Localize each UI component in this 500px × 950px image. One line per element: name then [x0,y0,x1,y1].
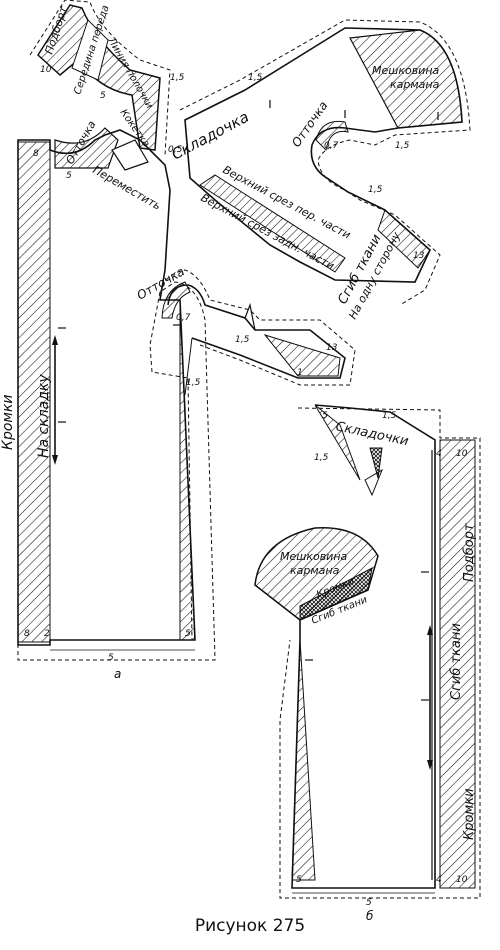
middle-num-13: 13 [326,343,338,353]
panel-a-label: а [114,667,121,681]
facing-num-15: 1,5 [170,73,185,83]
upper-num-13: 13 [413,251,425,261]
middle-wedge [263,334,341,377]
upper-num-15b: 1,5 [395,141,410,151]
upper-back-label: Верхний срез задн. части [199,191,337,273]
back-edges-bottom: Кромки [462,788,477,840]
bodice-allowance [17,140,216,661]
back-num-bottom: 5 [366,898,372,908]
back-num-10b: 10 [456,875,468,885]
back-num-5: 5 [322,411,328,421]
center-front-strip [71,19,109,81]
middle-num-07: 0,7 [176,313,191,323]
bodice-selvedge-label: Кромки [0,394,16,450]
upper-piece: Складочка Мешковина кармана Отточка Верх… [168,19,471,321]
back-facing-strip [439,439,476,889]
panel-b-label: б [366,909,374,923]
selvedge-strip [17,141,51,643]
bodice-num-bottom: 5 [108,653,114,663]
upper-num-05: 0,5 [168,145,183,155]
upper-pleat-label: Складочка [168,108,251,164]
panel-b: Складочки Мешковина кармана Кромки Сгиб … [254,404,481,923]
bodice-piece: Кромки На складку 8 8 2 5 5 [0,129,216,663]
bodice-num-top: 8 [33,149,39,159]
back-allowance [279,407,481,899]
back-pocket-bag-1: Мешковина [280,550,348,563]
bodice-fold-label: На складку [36,374,52,458]
upper-pocket-bag-2: кармана [390,78,440,91]
side-wedge [179,299,196,641]
upper-dart [315,120,349,152]
middle-allowance [159,269,356,386]
back-pocket-bag-2: кармана [290,564,340,577]
upper-num-15c: 1,5 [368,185,383,195]
middle-num-15: 1,5 [235,335,250,345]
back-num-15a: 1,5 [382,411,397,421]
back-num-10: 10 [456,449,468,459]
middle-num-1: 1 [297,368,303,378]
upper-right-wedge [377,209,431,269]
back-top-wedge [314,404,361,481]
yoke-num-5: 5 [66,171,72,181]
yoke-outline [54,127,119,169]
upper-allowance [179,19,471,306]
middle-num-15b: 1,5 [186,378,201,388]
pocket-bag-top [349,29,463,129]
figure-caption: Рисунок 275 [194,916,306,936]
bodice-num-br: 5 [185,629,191,639]
facing-num-10: 10 [40,65,52,75]
back-outline [291,404,436,889]
upper-pocket-bag-1: Мешковина [372,64,440,77]
back-num-4: 4 [436,449,442,459]
back-grain-right: Сгиб ткани [449,623,464,700]
back-facing-label: Подборт [462,523,477,582]
bodice-num-bl: 8 [24,629,30,639]
facing-num-5: 5 [100,91,106,101]
upper-stripe [199,174,346,273]
panel-a: Кромки На складку 8 8 2 5 5 Подборт Сере… [0,0,471,681]
upper-num-07: 0,7 [324,141,339,151]
bodice-num-bl2: 2 [44,629,50,639]
pleat-mark [369,447,383,479]
move-label: Переместить [91,163,164,212]
back-left-wedge [291,639,316,881]
middle-piece: Отточка 0,7 1,5 1,5 13 1 [135,264,356,396]
upper-num-15a: 1,5 [248,73,263,83]
back-num-15b: 1,5 [314,453,329,463]
back-num-5b: 5 [296,875,302,885]
back-num-4b: 4 [436,875,442,885]
middle-dart [161,281,191,319]
